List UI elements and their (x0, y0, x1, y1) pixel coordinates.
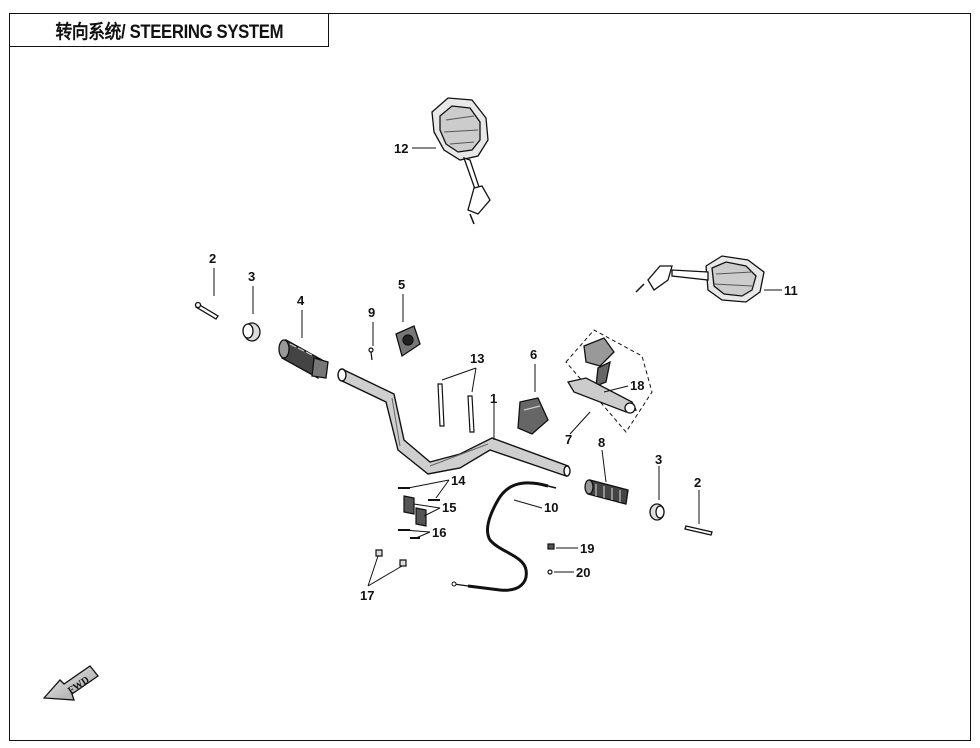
callout-16: 16 (432, 525, 446, 540)
diagram-frame (9, 13, 971, 741)
part-12-left-mirror (431, 97, 491, 225)
part-2-right-pin (684, 525, 713, 536)
part-3-right-bar-end (649, 503, 665, 521)
part-3-left-bar-end (242, 322, 261, 342)
part-4-throttle-grip (278, 339, 329, 379)
callout-1: 1 (490, 391, 497, 406)
fwd-arrow-icon: FWD (42, 665, 99, 701)
part-2-left-pin (194, 301, 219, 320)
callout-2-left: 2 (209, 251, 216, 266)
callout-8: 8 (598, 435, 605, 450)
part-7-brake-lever-assembly (565, 329, 653, 433)
callout-3-right: 3 (655, 452, 662, 467)
callout-17: 17 (360, 588, 374, 603)
callout-11: 11 (784, 283, 798, 298)
part-19-fitting (547, 543, 555, 550)
part-5-switch-housing (395, 325, 421, 358)
callout-4: 4 (297, 293, 305, 308)
callout-18: 18 (630, 378, 644, 393)
callout-20: 20 (576, 565, 590, 580)
callout-5: 5 (398, 277, 405, 292)
callout-12: 12 (394, 141, 408, 156)
part-11-right-mirror (635, 255, 765, 303)
part-10-throttle-cable (451, 481, 557, 592)
part-20-fitting (547, 569, 553, 575)
callout-9: 9 (368, 305, 375, 320)
callout-19: 19 (580, 541, 594, 556)
callout-labels: 12 11 2 3 4 5 9 13 1 6 18 7 8 3 2 10 14 … (209, 141, 798, 603)
part-6-lever-cover (517, 397, 549, 435)
callout-7: 7 (565, 432, 572, 447)
callout-3-left: 3 (248, 269, 255, 284)
part-9-screw (368, 347, 374, 361)
part-8-right-grip (584, 479, 629, 505)
page-title: 转向系统/ STEERING SYSTEM (55, 21, 283, 43)
part-1-handlebar (337, 368, 571, 477)
title-box: 转向系统/ STEERING SYSTEM (9, 13, 329, 47)
callout-13: 13 (470, 351, 484, 366)
callout-14: 14 (451, 473, 466, 488)
part-14-17-clamp-hardware (375, 487, 440, 567)
callout-15: 15 (442, 500, 456, 515)
callout-10: 10 (544, 500, 558, 515)
leader-lines (213, 147, 782, 587)
part-13-riser-bolts (437, 383, 475, 433)
callout-6: 6 (530, 347, 537, 362)
callout-2-right: 2 (694, 475, 701, 490)
